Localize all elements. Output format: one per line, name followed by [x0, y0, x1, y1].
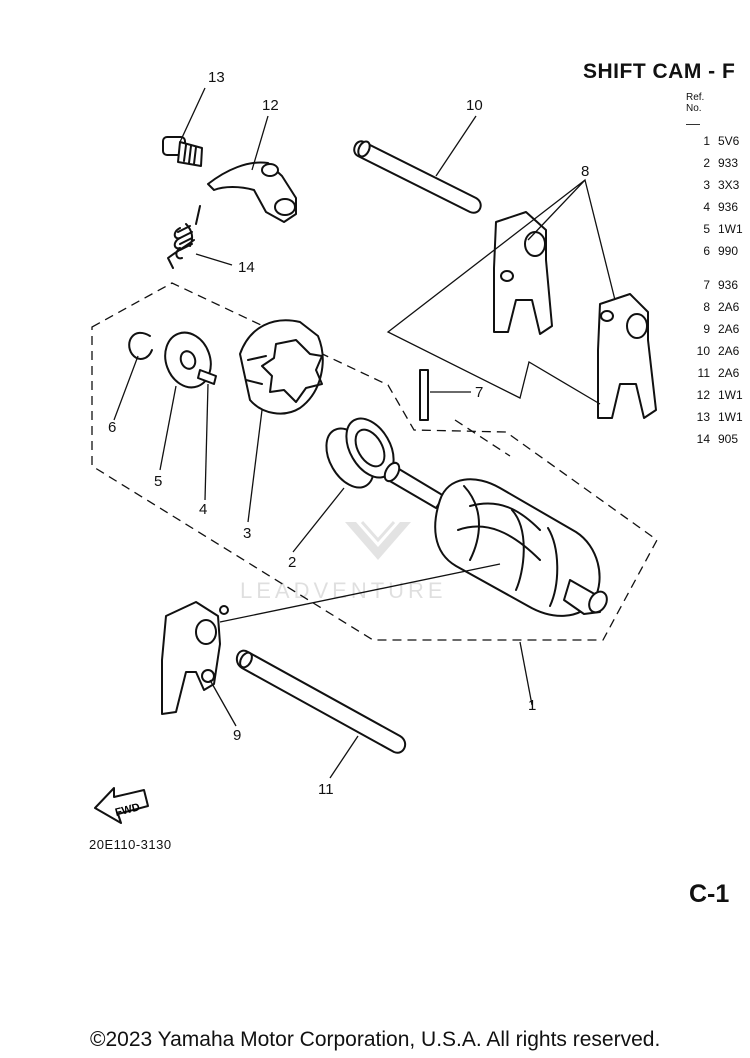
row-ref: 5 — [703, 222, 710, 236]
part-6-circlip[interactable] — [128, 331, 153, 360]
part-8-shift-fork-upper[interactable] — [493, 211, 553, 335]
header-ref: Ref. — [686, 92, 705, 103]
page-id: C-1 — [689, 880, 730, 908]
watermark-text: LEADVENTURE — [240, 578, 447, 603]
part-13-bolt[interactable] — [162, 136, 203, 167]
row-ref: 6 — [703, 244, 710, 258]
row-ref: 12 — [696, 388, 710, 402]
row-part-number: 2A6 — [718, 344, 740, 358]
row-ref: 3 — [703, 178, 710, 192]
row-part-number: 936 — [718, 200, 739, 214]
row-ref: 2 — [703, 156, 710, 170]
parts-table: Ref. No. 1 5V6 2 933 3 3X3 4 936 5 1W1 6 990 7… — [686, 92, 750, 446]
part-12-stopper-lever[interactable] — [207, 161, 297, 223]
table-row[interactable]: 14 905 — [686, 432, 738, 450]
callout-14: 14 — [238, 259, 255, 276]
table-row[interactable]: 2 933 — [686, 156, 738, 174]
row-ref: 9 — [703, 322, 710, 336]
row-ref: 7 — [703, 278, 710, 292]
callout-13: 13 — [208, 69, 225, 86]
row-part-number: 2A6 — [718, 322, 740, 336]
part-8-shift-fork-lower[interactable] — [597, 293, 657, 419]
row-ref: 11 — [697, 366, 710, 380]
row-part-number: 1W1 — [718, 410, 743, 424]
table-row[interactable]: 11 2A6 — [686, 366, 740, 384]
table-row[interactable]: 13 1W1 — [686, 410, 743, 428]
row-ref: 1 — [703, 134, 710, 148]
table-row[interactable]: 12 1W1 — [686, 388, 743, 406]
copyright-notice: ©2023 Yamaha Motor Corporation, U.S.A. A… — [90, 1028, 661, 1051]
callout-2: 2 — [288, 554, 296, 571]
table-row[interactable]: 5 1W1 — [686, 222, 743, 240]
part-7-pin[interactable] — [419, 369, 429, 421]
table-row[interactable]: 9 2A6 — [686, 322, 739, 340]
header-divider — [686, 124, 700, 125]
part-2-bearing[interactable] — [317, 410, 404, 495]
callout-4: 4 — [199, 501, 207, 518]
part-9-shift-fork[interactable] — [161, 601, 229, 715]
part-5-washer[interactable] — [158, 326, 218, 394]
callout-10: 10 — [466, 97, 483, 114]
fwd-arrow-label: FWD — [114, 801, 141, 819]
table-row[interactable]: 6 990 — [686, 244, 738, 262]
callout-8: 8 — [581, 163, 589, 180]
row-part-number: 5V6 — [718, 134, 740, 148]
part-10-guide-bar[interactable] — [353, 140, 482, 214]
callout-7: 7 — [475, 384, 483, 401]
table-row[interactable]: 3 3X3 — [686, 178, 739, 196]
row-part-number: 1W1 — [718, 388, 743, 402]
part-14-spring[interactable] — [167, 205, 201, 269]
table-row[interactable]: 1 5V6 — [686, 134, 739, 152]
row-ref: 10 — [696, 344, 710, 358]
diagram-code: 20E110-3130 — [89, 837, 172, 852]
row-part-number: 3X3 — [718, 178, 740, 192]
callout-1: 1 — [528, 697, 536, 714]
row-part-number: 905 — [718, 432, 739, 446]
row-ref: 8 — [703, 300, 710, 314]
part-3-segment[interactable] — [239, 319, 324, 415]
callout-11: 11 — [318, 781, 334, 798]
row-part-number: 2A6 — [718, 300, 740, 314]
row-part-number: 990 — [718, 244, 739, 258]
watermark-logo — [345, 521, 411, 560]
row-ref: 14 — [696, 432, 710, 446]
table-row[interactable]: 4 936 — [686, 200, 738, 218]
table-header: Ref. No. — [686, 92, 750, 114]
table-row[interactable]: 8 2A6 — [686, 300, 739, 318]
callout-12: 12 — [262, 97, 279, 114]
callout-3: 3 — [243, 525, 251, 542]
row-ref: 4 — [703, 200, 710, 214]
callout-6: 6 — [108, 419, 116, 436]
fork-guide-line — [454, 419, 511, 457]
leader-lines — [113, 87, 616, 779]
page-title: SHIFT CAM - F — [583, 60, 736, 83]
row-part-number: 933 — [718, 156, 739, 170]
part-11-guide-bar[interactable] — [235, 649, 407, 754]
row-ref: 13 — [696, 410, 710, 424]
table-row[interactable]: 10 2A6 — [686, 344, 740, 362]
part-1-shift-drum[interactable] — [382, 460, 611, 617]
part-4-pin[interactable] — [197, 369, 217, 385]
table-row[interactable]: 7 936 — [686, 278, 738, 296]
fwd-arrow-icon: FWD — [94, 787, 149, 824]
callout-5: 5 — [154, 473, 162, 490]
callout-9: 9 — [233, 727, 241, 744]
row-part-number: 2A6 — [718, 366, 740, 380]
header-no: No. — [686, 103, 702, 114]
row-part-number: 936 — [718, 278, 739, 292]
row-part-number: 1W1 — [718, 222, 743, 236]
